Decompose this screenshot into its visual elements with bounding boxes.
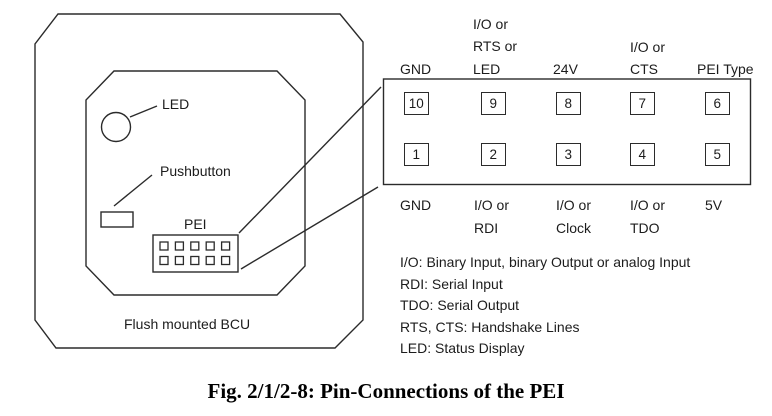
- pei-pin-hole: [159, 255, 169, 266]
- led-label: LED: [162, 96, 190, 112]
- pin-8: 8: [556, 92, 581, 115]
- pin-10: 10: [404, 92, 429, 115]
- label-line: I/O or: [474, 197, 510, 213]
- figure-caption: Fig. 2/1/2-8: Pin-Connections of the PEI: [207, 379, 565, 403]
- label-line: I/O or: [630, 38, 666, 55]
- label-line: PEI Type: [697, 61, 754, 77]
- bcu-device-caption: Flush mounted BCU: [124, 316, 251, 332]
- pin-5: 5: [705, 143, 730, 166]
- pei-pin-hole: [174, 255, 185, 266]
- led-circle: [100, 111, 132, 143]
- label-line: 24V: [553, 61, 578, 77]
- label-line: LED: [473, 60, 501, 77]
- label-line: TDO: [630, 219, 660, 236]
- label-line: I/O or: [556, 197, 592, 213]
- pin-1: 1: [404, 143, 429, 166]
- pin-table-box: [382, 78, 752, 186]
- pei-pin-hole: [190, 255, 200, 266]
- pin-column-bottom-label-5v: 5V: [705, 194, 722, 217]
- label-line: I/O or: [473, 16, 509, 32]
- pin-column-bottom-label-io-clock: I/O or Clock: [556, 194, 591, 239]
- pin-column-bottom-label-io-rdi: I/O or RDI: [474, 194, 509, 239]
- pei-pin-hole: [220, 255, 231, 266]
- pei-pin-hole: [220, 241, 231, 251]
- bcu-inner-frame-octagon: [85, 70, 306, 296]
- label-line: I/O or: [630, 197, 666, 213]
- pin-column-top-label-io-cts: I/O or CTS: [630, 36, 665, 81]
- pin-2: 2: [481, 143, 506, 166]
- pei-pin-hole: [205, 241, 215, 251]
- pin-9: 9: [481, 92, 506, 115]
- pin-6: 6: [705, 92, 730, 115]
- pei-pin-hole: [159, 241, 169, 251]
- pin-4: 4: [630, 143, 655, 166]
- pushbutton-label: Pushbutton: [160, 163, 231, 179]
- led-callout-line: [129, 105, 158, 118]
- legend-line: I/O: Binary Input, binary Output or anal…: [400, 254, 691, 270]
- bcu-outline-octagon: [34, 13, 364, 349]
- label-line: CTS: [630, 60, 658, 77]
- legend-line: TDO: Serial Output: [400, 297, 520, 313]
- label-line: RDI: [474, 219, 499, 236]
- legend-line: LED: Status Display: [400, 340, 525, 356]
- pin-column-top-label-24v: 24V: [553, 58, 578, 80]
- pei-pin-hole: [205, 255, 215, 266]
- abbreviation-legend: I/O: Binary Input, binary Output or anal…: [400, 252, 690, 360]
- label-line: 5V: [705, 197, 723, 213]
- pushbutton-rect: [100, 211, 134, 228]
- pin-column-top-label-io-rts-led: I/O or RTS or LED: [473, 13, 517, 80]
- label-line: GND: [400, 197, 432, 213]
- pin-column-top-label-pei-type: PEI Type: [697, 58, 754, 80]
- connector-callout-line-top: [238, 86, 382, 234]
- pei-connector-rect: [152, 234, 239, 273]
- pin-column-top-label-gnd: GND: [400, 58, 431, 80]
- label-line: Clock: [556, 219, 592, 236]
- label-line: RTS or: [473, 38, 518, 55]
- pin-7: 7: [630, 92, 655, 115]
- pin-column-bottom-label-gnd: GND: [400, 194, 431, 217]
- pushbutton-callout-line: [113, 174, 153, 207]
- pin-3: 3: [556, 143, 581, 166]
- legend-line: RTS, CTS: Handshake Lines: [400, 318, 580, 335]
- pei-pin-hole: [174, 241, 185, 251]
- pin-column-bottom-label-io-tdo: I/O or TDO: [630, 194, 665, 239]
- legend-line: RDI: Serial Input: [400, 275, 503, 292]
- label-line: GND: [400, 61, 432, 77]
- pei-pin-hole: [190, 241, 200, 251]
- connector-callout-line-bottom: [240, 186, 379, 270]
- pei-label: PEI: [184, 216, 207, 232]
